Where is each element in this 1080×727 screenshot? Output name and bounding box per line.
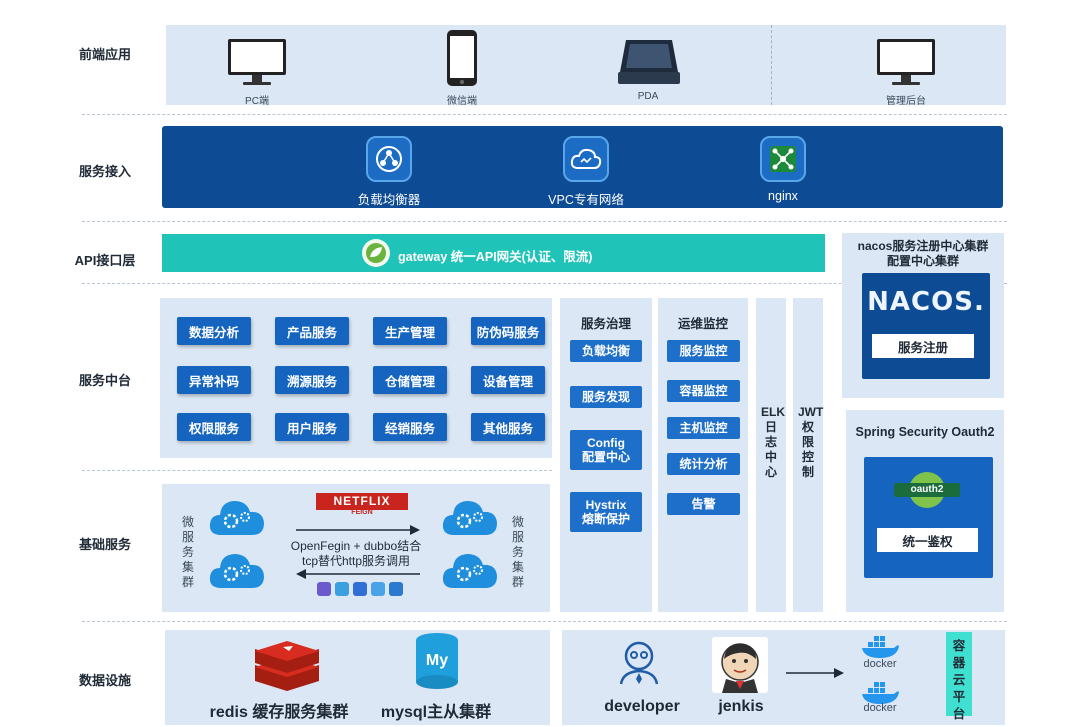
rpc-description-line2: tcp替代http服务调用	[301, 554, 411, 568]
separator	[82, 470, 552, 471]
device-label-pc: PC端	[245, 96, 269, 107]
service-production: 生产管理	[373, 317, 447, 345]
service-warehouse: 仓储管理	[373, 366, 447, 394]
jenkins-icon	[712, 637, 768, 698]
microservice-cloud-icon	[440, 548, 500, 597]
row-label-api: API接口层	[74, 253, 136, 268]
service-exception-code: 异常补码	[177, 366, 251, 394]
ops-alert: 告警	[667, 493, 740, 515]
spring-leaf-icon	[362, 239, 390, 267]
ops-title: 运维监控	[677, 317, 728, 331]
row-label-access: 服务接入	[78, 164, 131, 179]
feign-logo: FEIGN	[351, 509, 373, 516]
developer-label: developer	[604, 698, 680, 715]
mysql-label: mysql主从集群	[380, 704, 492, 721]
arrow-right-icon	[296, 522, 420, 540]
docker-label: docker	[863, 702, 897, 714]
jwt-panel	[793, 298, 823, 612]
nacos-box	[862, 273, 990, 379]
phone-icon	[446, 29, 478, 92]
container-platform-label: 容器云平台	[952, 639, 966, 721]
arrow-left-icon	[296, 566, 420, 584]
elk-label: ELK日志中心	[761, 405, 785, 479]
microservice-cloud-icon	[440, 495, 500, 544]
row-label-data: 数据设施	[78, 673, 131, 688]
oauth2-icon	[892, 469, 962, 511]
row-label-middle: 服务中台	[78, 373, 131, 388]
access-label-vpc: VPC专有网络	[548, 193, 624, 207]
oauth2-badge: oauth2	[910, 484, 944, 495]
unified-auth-button: 统一鉴权	[877, 528, 978, 552]
governance-discovery: 服务发现	[570, 386, 642, 408]
access-label-lb: 负载均衡器	[357, 193, 421, 207]
ops-service-monitor: 服务监控	[667, 340, 740, 362]
separator	[82, 221, 1007, 222]
frontend-panel	[166, 25, 1006, 105]
service-anticounterfeit: 防伪码服务	[471, 317, 545, 345]
access-label-nginx: nginx	[768, 189, 798, 203]
device-label-pda: PDA	[637, 91, 659, 102]
service-distribution: 经销服务	[373, 413, 447, 441]
row-label-frontend: 前端应用	[78, 47, 131, 62]
gateway-bar	[162, 234, 825, 272]
nacos-register-button: 服务注册	[872, 334, 974, 358]
container-platform-box	[946, 632, 972, 716]
governance-load-balance: 负载均衡	[570, 340, 642, 362]
jenkis-label: jenkis	[718, 698, 764, 715]
governance-hystrix: Hystrix 熔断保护	[570, 492, 642, 532]
nacos-title: nacos服务注册中心集群 配置中心集群	[857, 239, 989, 268]
separator	[82, 114, 1007, 115]
docker-label: docker	[863, 658, 897, 670]
redis-icon	[253, 637, 321, 698]
jwt-label: JWT权限控制	[798, 405, 824, 479]
separator	[82, 621, 1007, 622]
left-cluster-label: 微服务集群	[182, 515, 195, 589]
spring-title: Spring Security Oauth2	[855, 425, 995, 439]
microservice-cloud-icon	[207, 548, 267, 597]
arrow-right-icon	[786, 665, 844, 683]
device-label-wechat: 微信端	[447, 96, 477, 107]
service-user: 用户服务	[275, 413, 349, 441]
data-panel-right	[562, 630, 1005, 725]
microservice-cloud-icon	[207, 495, 267, 544]
dubbo-logo	[317, 582, 403, 596]
nginx-icon	[760, 136, 806, 182]
service-device: 设备管理	[471, 366, 545, 394]
gateway-label: gateway 统一API网关(认证、限流)	[398, 250, 593, 264]
mysql-icon	[414, 632, 460, 695]
nacos-logo: NACOS.	[867, 287, 985, 317]
cloud-network-icon	[563, 136, 609, 182]
row-label-base: 基础服务	[78, 537, 131, 552]
governance-title: 服务治理	[580, 317, 631, 331]
docker-icon	[860, 680, 900, 711]
service-product: 产品服务	[275, 317, 349, 345]
governance-config: Config 配置中心	[570, 430, 642, 470]
ops-container-monitor: 容器监控	[667, 380, 740, 402]
pda-icon	[616, 38, 682, 93]
rpc-description-line1: OpenFegin + dubbo结合	[290, 539, 422, 553]
docker-icon	[860, 634, 900, 665]
redis-label: redis 缓存服务集群	[209, 704, 349, 721]
netflix-logo: NETFLIX	[316, 493, 408, 510]
admin-monitor-icon	[876, 38, 936, 91]
service-trace: 溯源服务	[275, 366, 349, 394]
separator	[82, 283, 1007, 284]
service-other: 其他服务	[471, 413, 545, 441]
ops-host-monitor: 主机监控	[667, 417, 740, 439]
right-cluster-label: 微服务集群	[512, 515, 525, 589]
data-panel-left	[165, 630, 550, 725]
service-data-analysis: 数据分析	[177, 317, 251, 345]
device-label-admin: 管理后台	[886, 96, 926, 107]
elk-panel	[756, 298, 786, 612]
ops-statistics: 统计分析	[667, 453, 740, 475]
mysql-logo-text: My	[425, 652, 449, 669]
load-balancer-icon	[366, 136, 412, 182]
service-permission: 权限服务	[177, 413, 251, 441]
pc-icon	[227, 38, 287, 91]
developer-icon	[617, 640, 661, 691]
